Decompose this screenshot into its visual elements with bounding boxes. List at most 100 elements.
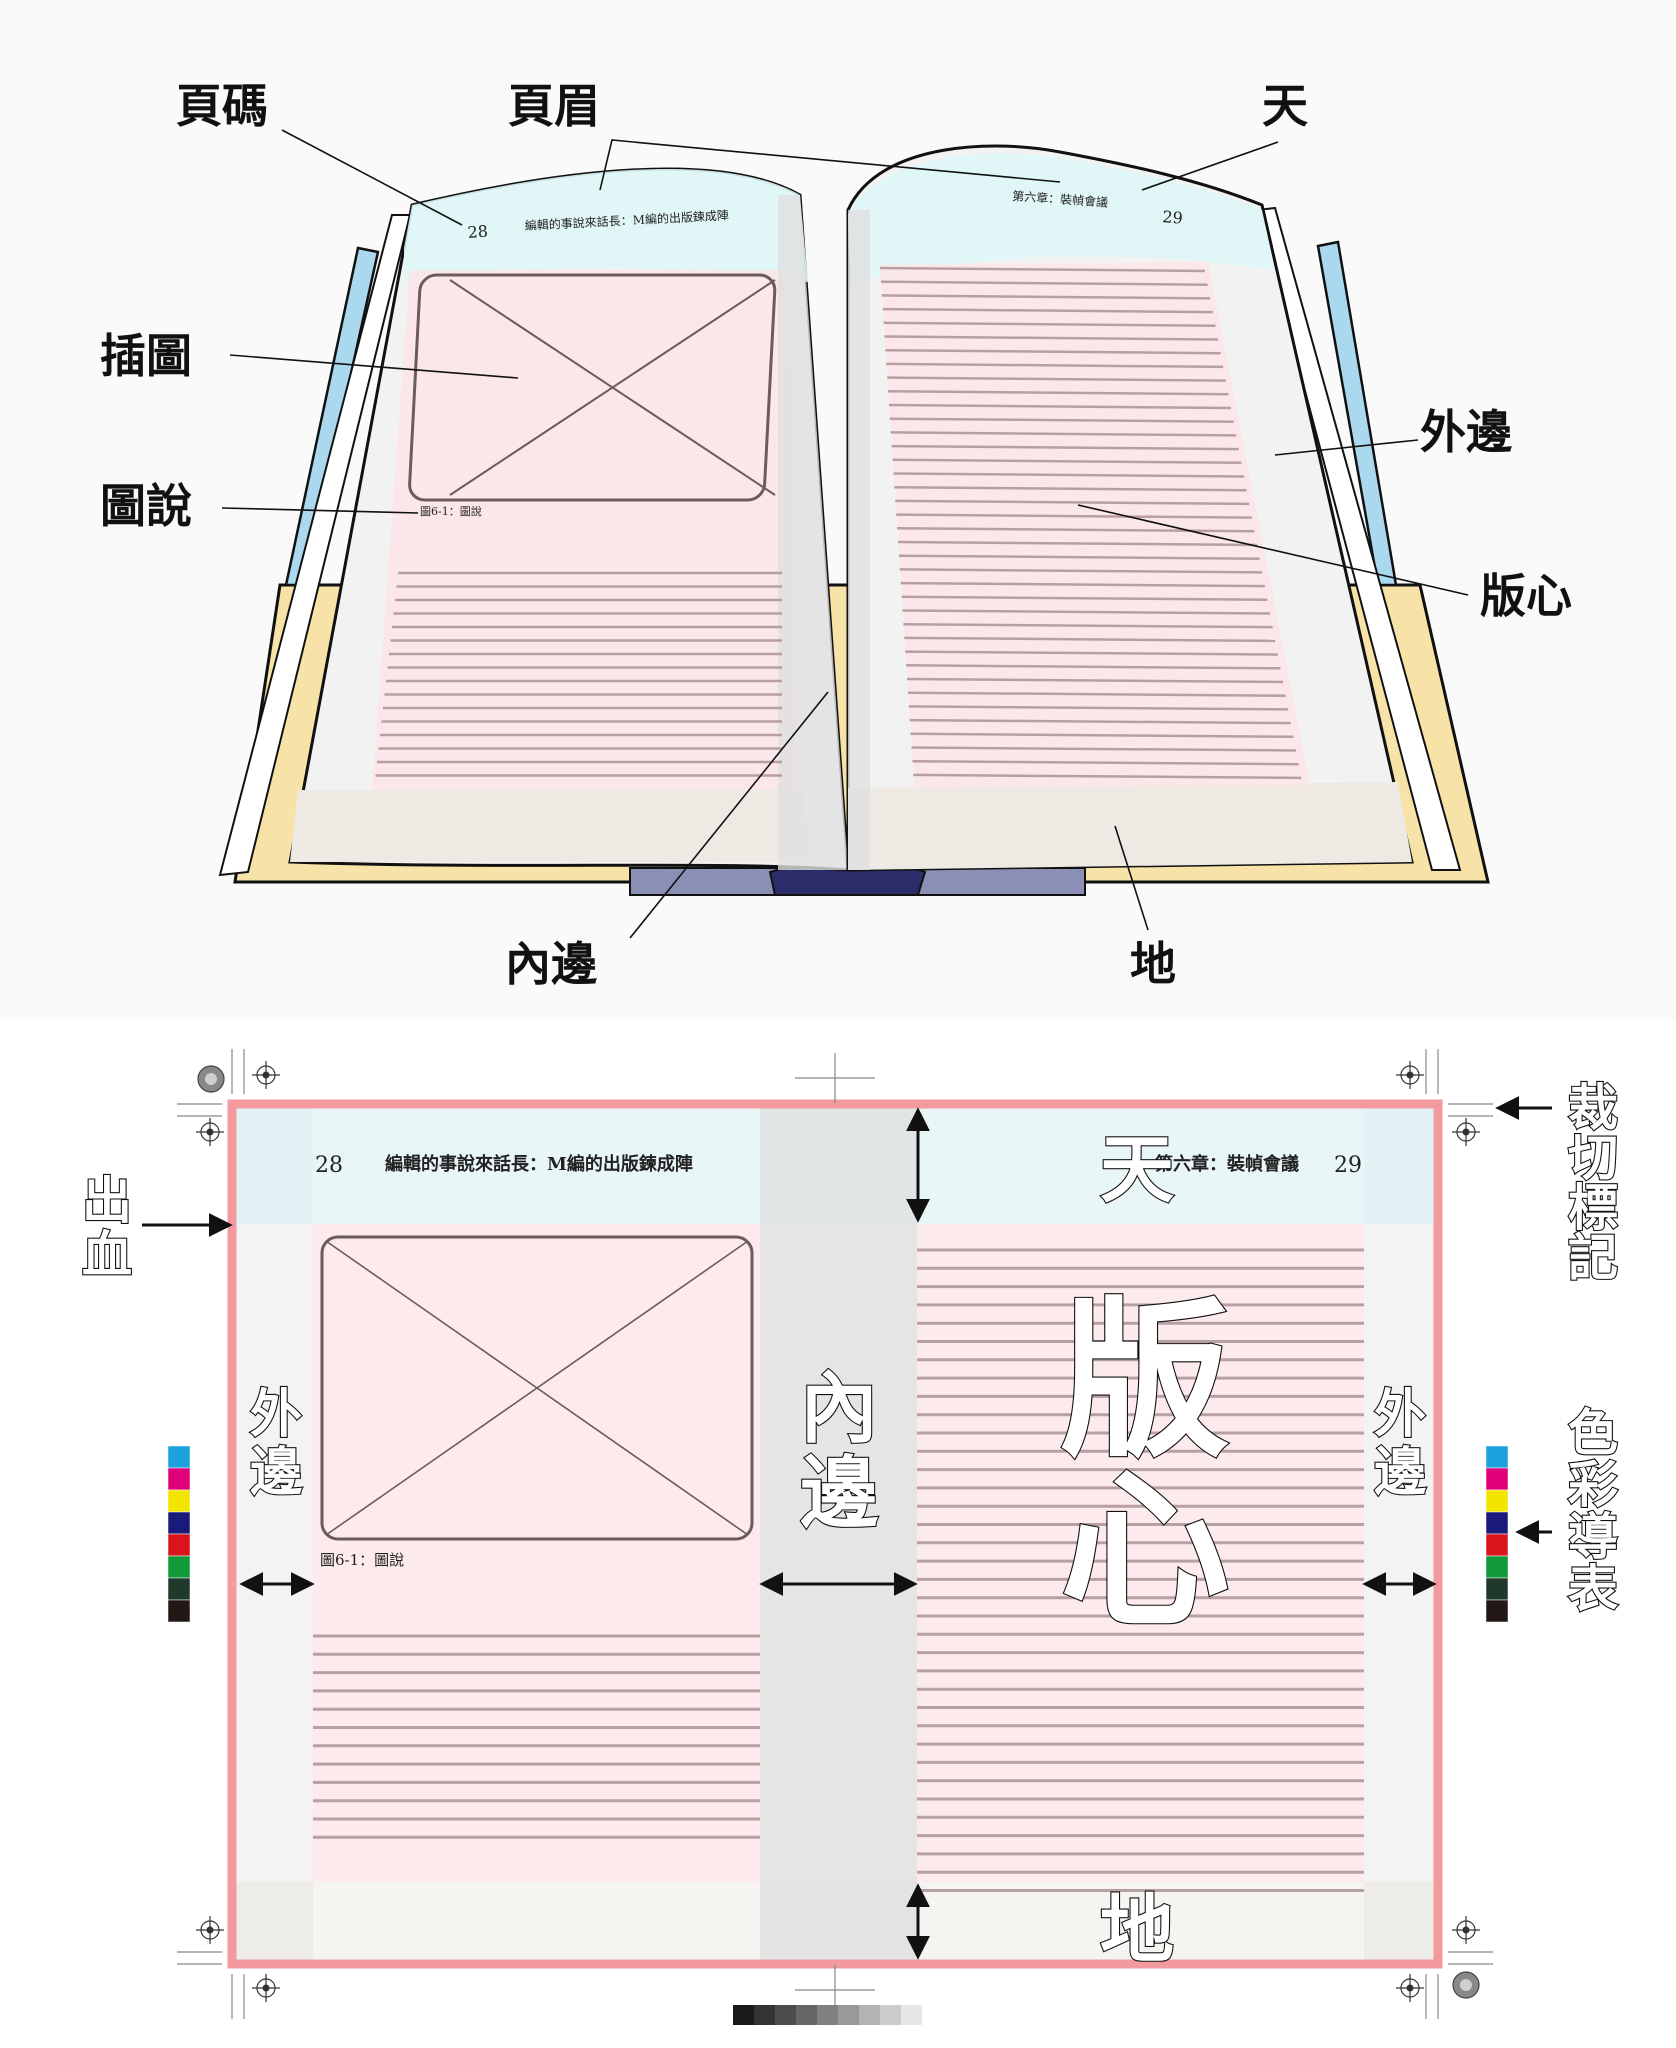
- label-bleed-2: 血: [82, 1225, 132, 1284]
- measure-arrows: [142, 1096, 1552, 1960]
- left-foot-band: [313, 1882, 760, 1964]
- text-line: [906, 664, 1281, 670]
- bottom-left-running-head: 編輯的事說來話長：M編的出版鍊成陣: [385, 1153, 693, 1175]
- color-swatch: [1485, 1577, 1509, 1601]
- color-swatch: [167, 1599, 191, 1623]
- text-line: [895, 499, 1250, 506]
- text-line: [879, 266, 1206, 273]
- colorVertical-glyph: 彩: [1568, 1455, 1618, 1514]
- label-outer-left-1: 外: [250, 1384, 302, 1445]
- gray-step: [733, 2005, 754, 2025]
- right-text-block-zone: [917, 1224, 1364, 1882]
- label-bleed-1: 出: [82, 1171, 132, 1230]
- right-gutter: [848, 210, 870, 870]
- registration-mark: [252, 1974, 280, 2002]
- text-line: [913, 773, 1302, 780]
- text-line: [886, 362, 1224, 369]
- left-text-block: [372, 270, 795, 790]
- cover-edge-right: [1316, 240, 1398, 587]
- label-foot-zone: 地: [1100, 1887, 1174, 1973]
- leader-running-head: [599, 139, 1061, 191]
- top-caption: 圖6-1：圖說: [420, 504, 482, 518]
- text-line: [911, 746, 1297, 752]
- label-foot-margin: 地: [1130, 937, 1176, 991]
- text-line: [881, 294, 1211, 300]
- text-line: [883, 321, 1216, 328]
- text-line: [904, 636, 1276, 643]
- color-swatch: [1485, 1599, 1509, 1623]
- text-line: [905, 650, 1278, 656]
- left-page-text-lines: [313, 1634, 760, 1839]
- gray-step: [796, 2005, 817, 2025]
- right-head-band: [917, 1104, 1364, 1224]
- color-swatch: [167, 1577, 191, 1601]
- text-line: [890, 431, 1237, 437]
- top-right-page-number: 29: [1162, 207, 1184, 228]
- label-text-block: 版心: [1480, 569, 1572, 623]
- gray-step: [775, 2005, 796, 2025]
- bottom-right-page-number: 29: [1334, 1153, 1362, 1178]
- top-illustration-frame: [408, 273, 777, 502]
- leader-inner-margin: [629, 691, 829, 939]
- registration-mark: [1452, 1118, 1480, 1146]
- leader-lines: [221, 129, 1469, 939]
- color-swatch: [1485, 1511, 1509, 1535]
- label-outer-right-2: 邊: [1374, 1442, 1426, 1503]
- text-line: [897, 527, 1255, 533]
- text-line: [885, 348, 1221, 355]
- color-bar-left: [167, 1445, 191, 1623]
- text-line: [891, 444, 1239, 451]
- right-text-lines: [879, 266, 1302, 780]
- registration-mark: [1396, 1974, 1424, 2002]
- color-swatch: [167, 1489, 191, 1513]
- label-inner-1: 內: [800, 1363, 878, 1454]
- leader-text-block: [1077, 504, 1469, 596]
- bleed-frame: [227, 1099, 1443, 1969]
- text-line: [896, 513, 1252, 519]
- color-swatch: [167, 1533, 191, 1557]
- label-text-block-big-2: 心: [1060, 1451, 1230, 1651]
- text-line: [888, 390, 1229, 396]
- text-line: [907, 691, 1286, 697]
- bottom-right-running-head: 第六章：裝幀會議: [1155, 1153, 1299, 1175]
- text-line: [903, 622, 1273, 629]
- label-text-block-big-1: 版: [1060, 1281, 1230, 1481]
- text-line: [906, 677, 1284, 684]
- text-line: [887, 376, 1226, 382]
- color-swatch: [1485, 1555, 1509, 1579]
- label-inner-2: 邊: [800, 1448, 878, 1539]
- top-illustration-cross: [449, 279, 776, 496]
- label-head-margin: 天: [1262, 79, 1308, 133]
- left-head-band: [313, 1104, 760, 1224]
- colorVertical-glyph: 表: [1568, 1559, 1618, 1618]
- text-line: [892, 458, 1242, 465]
- colorVertical-glyph: 導: [1568, 1507, 1618, 1566]
- text-line: [894, 485, 1247, 492]
- registration-mark: [196, 1118, 224, 1146]
- label-head-zone: 天: [1100, 1127, 1174, 1213]
- registration-mark: [1452, 1916, 1480, 1944]
- leader-head-margin: [1141, 141, 1279, 191]
- gray-target-core: [1460, 1979, 1472, 1991]
- text-line: [893, 472, 1245, 478]
- label-outer-right-1: 外: [1374, 1384, 1426, 1445]
- label-outer-left-2: 邊: [250, 1442, 302, 1503]
- illustration-cross: [325, 1240, 749, 1536]
- top-left-page-number: 28: [467, 222, 489, 242]
- trimVertical-glyph: 切: [1568, 1128, 1618, 1187]
- trimVertical-glyph: 標: [1568, 1178, 1618, 1237]
- inner-margin-zone: [760, 1104, 917, 1964]
- gray-step: [901, 2005, 922, 2025]
- trimVertical-glyph: 記: [1568, 1228, 1618, 1287]
- text-line: [909, 718, 1291, 725]
- label-caption: 圖說: [100, 479, 192, 533]
- leader-caption: [221, 507, 419, 514]
- color-swatch: [1485, 1467, 1509, 1491]
- bottom-left-page-number: 28: [315, 1153, 343, 1178]
- text-line: [898, 554, 1260, 560]
- bottom-caption: 圖6-1：圖說: [320, 1551, 404, 1569]
- color-swatch: [1485, 1489, 1509, 1513]
- gray-target-core: [205, 1073, 217, 1085]
